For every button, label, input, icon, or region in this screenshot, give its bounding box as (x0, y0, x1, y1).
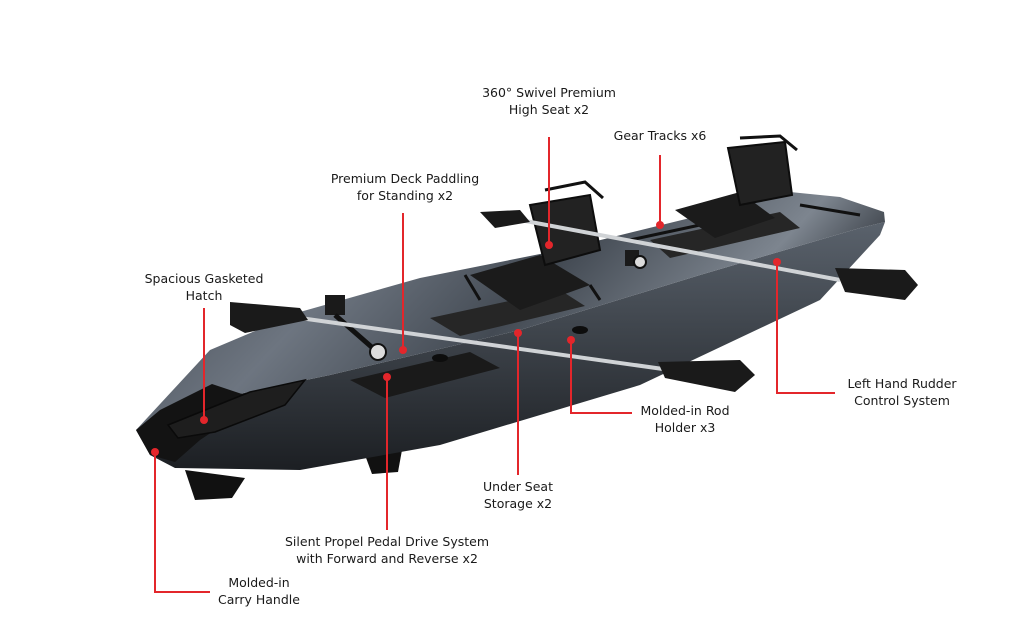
callout-pedal-drive-line-2: with Forward and Reverse x2 (296, 551, 478, 566)
rear-deck-pad (650, 212, 800, 258)
leader-dot-carry-handle (151, 448, 159, 456)
rear-seat (675, 134, 798, 238)
keel-fin-front (185, 470, 245, 500)
callout-rudder-line-1: Left Hand Rudder (847, 376, 957, 391)
callout-storage-line-2: Storage x2 (483, 496, 553, 511)
callout-deck-padding-line-2: for Standing x2 (356, 188, 454, 203)
leader-dot-seat (545, 241, 553, 249)
rod-holder (432, 354, 448, 362)
pedal-drive (325, 295, 387, 361)
gear-track (799, 203, 861, 217)
callout-seat: 360° Swivel Premium High Seat x2 (482, 84, 616, 118)
leader-rudder (776, 262, 835, 394)
leader-dot-rudder (773, 258, 781, 266)
leader-dot-hatch (200, 416, 208, 424)
leader-dot-gear-tracks (656, 221, 664, 229)
callout-pedal-drive: Silent Propel Pedal Drive System with Fo… (285, 533, 489, 567)
callout-rudder: Left Hand Rudder Control System (847, 375, 956, 409)
kayak-illustration (136, 134, 918, 500)
callout-hatch: Spacious Gasketed Hatch (145, 270, 264, 304)
callout-deck-padding: Premium Deck Paddling for Standing x2 (331, 170, 479, 204)
leader-dot-pedal-drive (383, 373, 391, 381)
callout-storage: Under Seat Storage x2 (483, 478, 553, 512)
leader-rod-holder (570, 340, 632, 414)
callout-seat-line-1: 360° Swivel Premium (482, 85, 616, 100)
callout-gear-tracks: Gear Tracks x6 (614, 127, 707, 144)
callout-seat-line-2: High Seat x2 (508, 102, 590, 117)
leader-dot-rod-holder (567, 336, 575, 344)
callout-gear-tracks-line-1: Gear Tracks x6 (613, 128, 707, 143)
callout-rod-holder-line-2: Holder x3 (654, 420, 716, 435)
callout-pedal-drive-line-1: Silent Propel Pedal Drive System (284, 534, 490, 549)
pedal-drive-rear (625, 250, 647, 269)
mid-deck-pad (430, 290, 585, 336)
callout-hatch-line-2: Hatch (185, 288, 223, 303)
leader-dot-storage (514, 329, 522, 337)
rod-holder (572, 326, 588, 334)
callout-rod-holder: Molded-in Rod Holder x3 (640, 402, 729, 436)
leader-dot-deck-padding (399, 346, 407, 354)
callout-hatch-line-1: Spacious Gasketed (144, 271, 264, 286)
rear-paddle (480, 210, 918, 300)
callout-carry-handle-line-1: Molded-in (228, 575, 290, 590)
gear-track (629, 223, 701, 242)
front-paddle (230, 302, 755, 392)
leader-carry-handle (154, 452, 210, 593)
callout-deck-padding-line-1: Premium Deck Paddling (330, 171, 480, 186)
callout-carry-handle-line-2: Carry Handle (218, 592, 300, 607)
callout-leaders (151, 137, 835, 593)
callout-rudder-line-2: Control System (854, 393, 950, 408)
callout-storage-line-1: Under Seat (483, 479, 553, 494)
callout-carry-handle: Molded-in Carry Handle (218, 574, 300, 608)
callout-rod-holder-line-1: Molded-in Rod (640, 403, 730, 418)
